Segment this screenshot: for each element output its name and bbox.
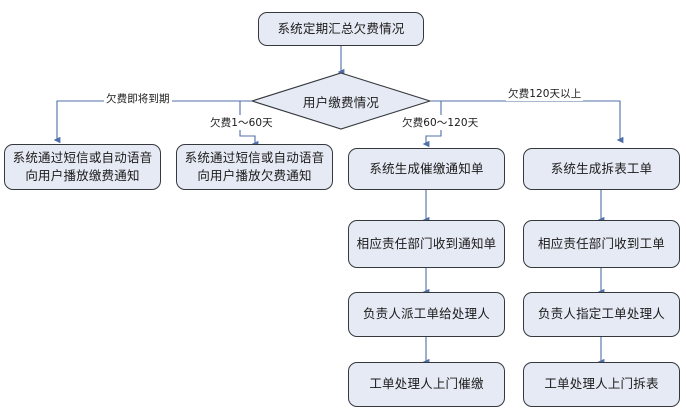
- node-branch4-step1: 系统生成拆表工单: [523, 148, 680, 190]
- node-branch1-step1-label: 系统通过短信或自动语音向用户播放缴费通知: [12, 149, 153, 183]
- node-branch2-step1: 系统通过短信或自动语音向用户播放欠费通知: [176, 144, 333, 190]
- decision-diamond-shape: [251, 72, 431, 130]
- node-branch4-step4-label: 工单处理人上门拆表: [544, 376, 659, 392]
- edge-label-branch1: 欠费即将到期: [104, 91, 172, 106]
- node-branch4-step2: 相应责任部门收到工单: [523, 220, 680, 268]
- node-branch2-step1-label: 系统通过短信或自动语音向用户播放欠费通知: [184, 149, 325, 183]
- node-branch4-step3-label: 负责人指定工单处理人: [537, 306, 665, 322]
- node-branch3-step4: 工单处理人上门催缴: [348, 362, 505, 407]
- edge-decision-left-trunk: [53, 100, 251, 144]
- node-start-label: 系统定期汇总欠费情况: [277, 20, 405, 36]
- node-branch4-step1-label: 系统生成拆表工单: [550, 160, 653, 176]
- node-start: 系统定期汇总欠费情况: [258, 12, 424, 46]
- node-decision: 用户缴费情况: [251, 72, 431, 130]
- node-branch3-step1-label: 系统生成催缴通知单: [369, 160, 484, 176]
- node-branch3-step1: 系统生成催缴通知单: [348, 148, 505, 190]
- node-branch4-step3: 负责人指定工单处理人: [523, 292, 680, 337]
- node-branch3-step3-label: 负责人派工单给处理人: [362, 306, 490, 322]
- edge-label-branch2: 欠费1～60天: [208, 115, 275, 130]
- edge-decision-right-trunk: [431, 100, 624, 144]
- node-branch3-step2-label: 相应责任部门收到通知单: [356, 235, 497, 251]
- node-decision-label: 用户缴费情况: [302, 94, 380, 110]
- edge-label-branch3: 欠费60～120天: [400, 115, 481, 130]
- edge-label-branch4: 欠费120天以上: [506, 86, 584, 101]
- node-branch1-step1: 系统通过短信或自动语音向用户播放缴费通知: [4, 144, 161, 190]
- node-branch3-step2: 相应责任部门收到通知单: [348, 220, 505, 268]
- node-branch4-step4: 工单处理人上门拆表: [523, 362, 680, 407]
- node-branch4-step2-label: 相应责任部门收到工单: [537, 235, 665, 251]
- node-branch3-step3: 负责人派工单给处理人: [348, 292, 505, 337]
- node-branch3-step4-label: 工单处理人上门催缴: [369, 376, 484, 392]
